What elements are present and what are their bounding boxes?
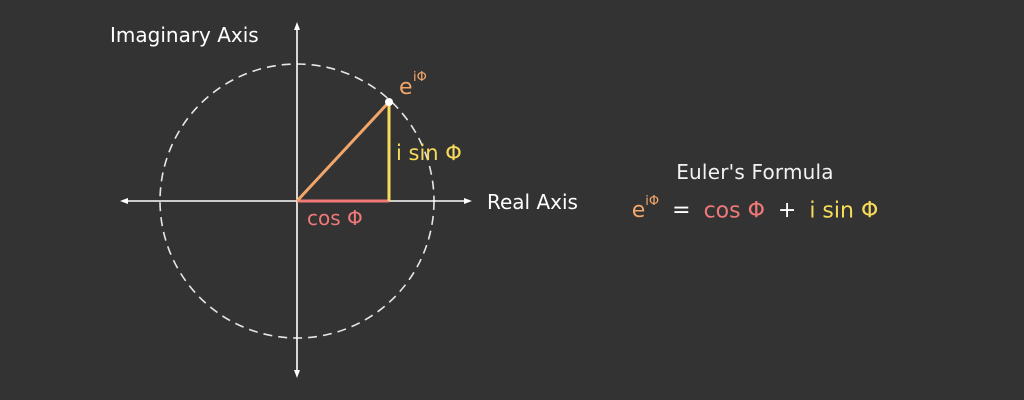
formula-lhs-exponent: iΦ xyxy=(645,194,660,209)
real-axis-label: Real Axis xyxy=(487,190,578,214)
euler-formula: eiΦ = cos Φ + i sin Φ xyxy=(600,194,910,224)
formula-plus: + xyxy=(777,198,797,224)
formula-equals: = xyxy=(672,198,691,224)
exponential-label-base: e xyxy=(399,75,413,100)
exponential-radius xyxy=(295,100,391,203)
exponential-point xyxy=(385,98,393,106)
cos-label: cos Φ xyxy=(307,206,363,230)
exponential-label-exponent: iΦ xyxy=(413,70,427,85)
real-axis xyxy=(120,198,472,204)
formula-sin-term: i sin Φ xyxy=(809,198,879,224)
formula-lhs: eiΦ xyxy=(631,194,659,224)
real-axis-arrow-left xyxy=(120,198,128,204)
imaginary-axis-arrow-top xyxy=(294,22,300,30)
formula-title: Euler's Formula xyxy=(676,160,834,184)
formula-cos-term: cos Φ xyxy=(703,198,765,224)
formula-block: Euler's Formula eiΦ = cos Φ + i sin Φ xyxy=(600,160,910,223)
sin-label: i sin Φ xyxy=(396,141,462,165)
imaginary-axis-arrow-bottom xyxy=(294,370,300,378)
formula-lhs-base: e xyxy=(631,198,646,224)
real-axis-arrow-right xyxy=(464,198,472,204)
imaginary-axis-label: Imaginary Axis xyxy=(110,23,259,47)
exponential-label: e iΦ xyxy=(399,70,427,100)
